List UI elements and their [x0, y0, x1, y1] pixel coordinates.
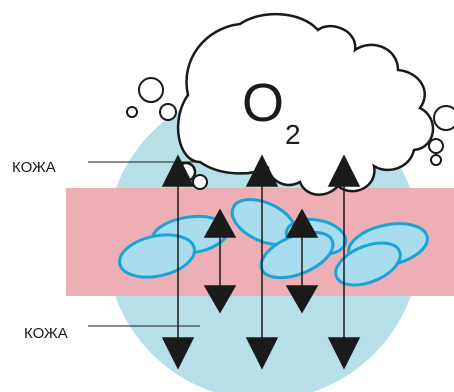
- oxygen-symbol: O: [242, 73, 284, 133]
- oxygen-cloud: [177, 14, 433, 195]
- oxygen-subscript: 2: [285, 119, 301, 150]
- skin-label-top: КОЖА: [12, 159, 56, 176]
- skin-label-bottom: КОЖА: [24, 325, 68, 342]
